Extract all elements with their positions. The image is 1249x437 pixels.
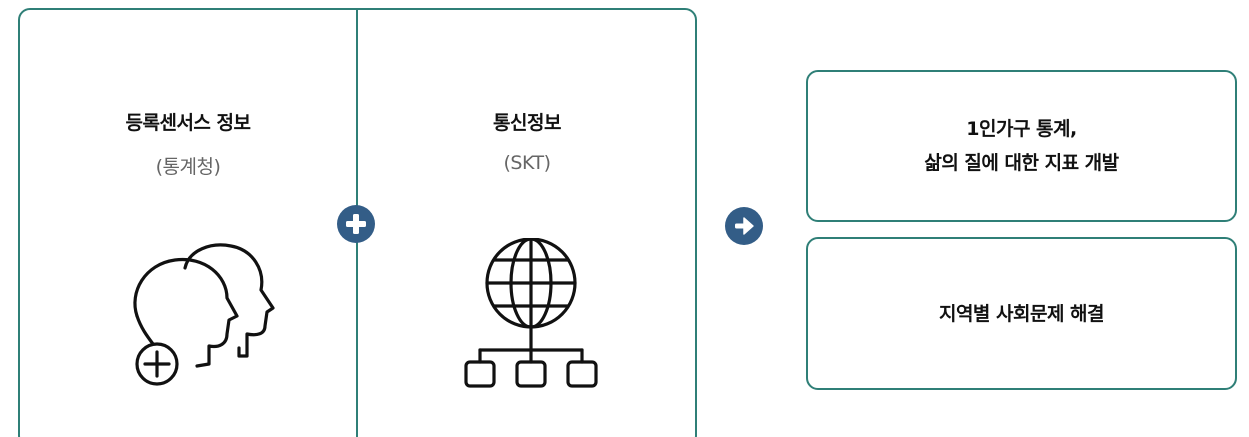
result-line: 1인가구 통계, — [966, 118, 1077, 140]
source-panel-census: 등록센서스 정보 (통계청) — [20, 8, 356, 437]
result-line: 지역별 사회문제 해결 — [938, 302, 1105, 325]
globe-network-icon — [464, 238, 598, 388]
plus-icon — [337, 205, 375, 243]
result-box-regional: 지역별 사회문제 해결 — [806, 237, 1237, 390]
source-subtitle-census: (통계청) — [155, 156, 221, 178]
source-title-telecom: 통신정보 — [493, 112, 561, 134]
arrow-right-icon — [725, 207, 763, 245]
people-add-icon — [133, 243, 275, 386]
source-title-census: 등록센서스 정보 — [125, 112, 251, 134]
result-box-stats: 1인가구 통계, 삶의 질에 대한 지표 개발 — [806, 70, 1237, 222]
source-subtitle-telecom: (SKT) — [503, 152, 551, 174]
source-panel-telecom: 통신정보 (SKT) — [358, 8, 696, 437]
result-line: 삶의 질에 대한 지표 개발 — [924, 152, 1119, 174]
